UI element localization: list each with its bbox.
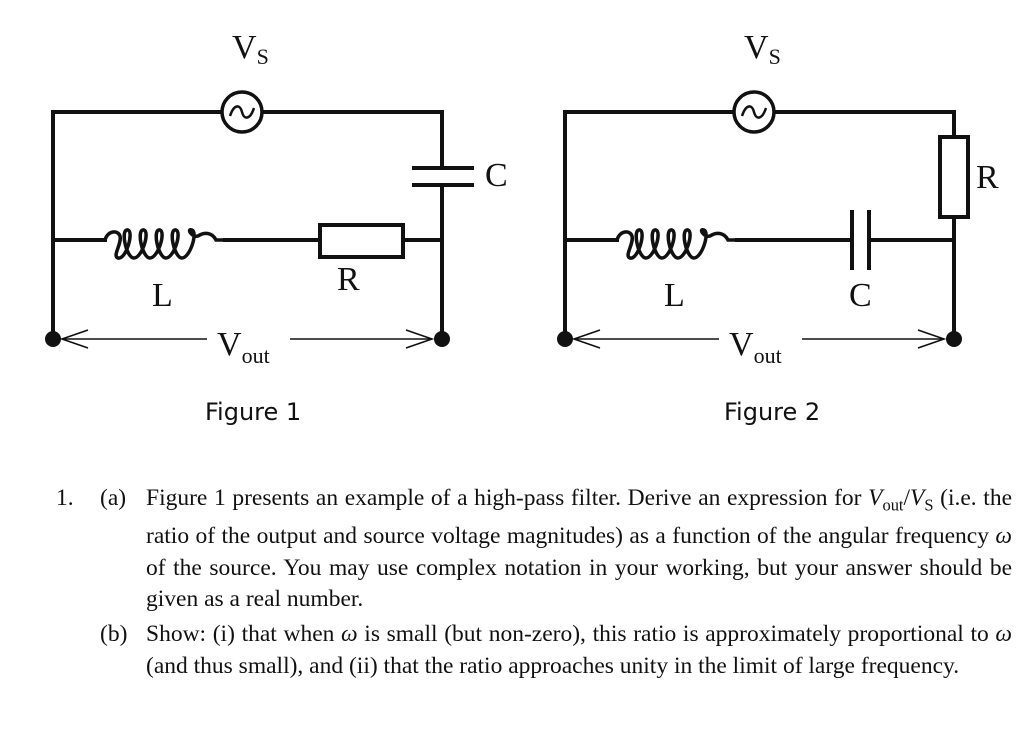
top-wire <box>563 110 956 332</box>
inductor-icon <box>103 228 225 260</box>
output-label: Vout <box>217 326 270 368</box>
omega-symbol: ω <box>995 523 1012 550</box>
inductor-label: L <box>664 277 685 314</box>
capacitor-icon <box>850 210 871 270</box>
omega-symbol: ω <box>995 621 1012 647</box>
output-label: Vout <box>729 326 782 368</box>
ac-source-icon <box>732 90 776 134</box>
figure-1-circuit: VS C L R Vout Figure 1 <box>45 29 508 426</box>
capacitor-label: C <box>485 157 508 194</box>
figure-caption: Figure 2 <box>724 398 820 426</box>
output-arrow-icon <box>59 329 435 349</box>
resistor-label: R <box>976 159 999 196</box>
ac-source-icon <box>220 90 264 134</box>
capacitor-icon <box>412 166 474 187</box>
output-terminal-left <box>45 331 61 347</box>
voltage-ratio: Vout/VS <box>868 485 934 515</box>
top-wire <box>51 110 444 332</box>
part-label: (a) <box>100 485 127 511</box>
output-terminal-right <box>946 331 962 347</box>
question-number: 1. <box>56 485 74 511</box>
question-part-a: (a) Figure 1 presents an example of a hi… <box>100 483 1012 616</box>
omega-symbol: ω <box>341 621 358 647</box>
resistor-icon <box>318 223 405 259</box>
source-label: VS <box>232 29 269 69</box>
resistor-icon <box>938 135 970 219</box>
source-label: VS <box>744 29 781 69</box>
figure-2-circuit: VS R L C Vout Figure 2 <box>557 29 999 426</box>
inductor-icon <box>615 228 737 260</box>
inductor-label: L <box>152 277 173 314</box>
part-text: Figure 1 presents an example of a high-p… <box>146 485 1013 613</box>
resistor-label: R <box>337 261 360 298</box>
question-part-b: (b) Show: (i) that when ω is small (but … <box>100 619 1012 682</box>
part-text: Show: (i) that when ω is small (but non-… <box>146 621 1012 679</box>
figure-caption: Figure 1 <box>205 398 301 426</box>
output-arrow-icon <box>571 329 947 349</box>
part-label: (b) <box>100 621 128 647</box>
output-terminal-right <box>434 331 450 347</box>
output-terminal-left <box>557 331 573 347</box>
capacitor-label: C <box>849 277 872 314</box>
